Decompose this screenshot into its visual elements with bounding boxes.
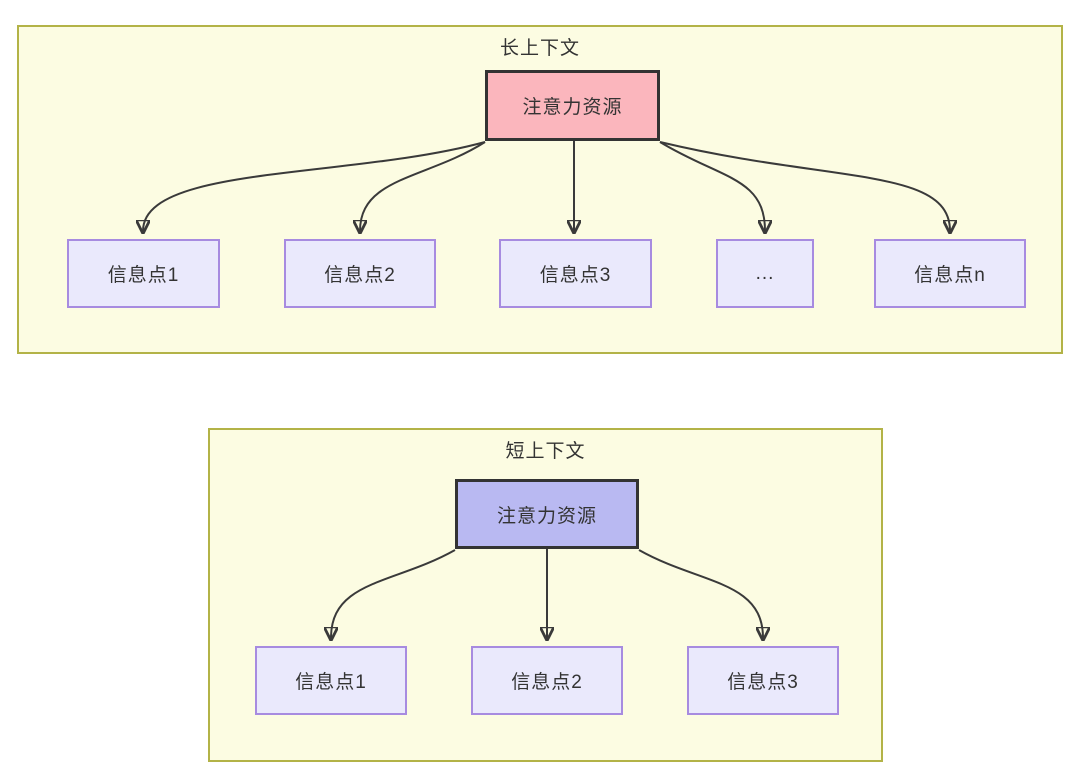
long-context-title: 长上下文	[499, 38, 580, 59]
attention-resource-label: 注意力资源	[522, 97, 623, 118]
attention-resource-node-long: 注意力资源	[485, 70, 660, 141]
info-node-label: 信息点n	[914, 265, 986, 286]
long-context-panel: 长上下文 注意力资源 信息点1 信息点2 信息点3 ...	[17, 25, 1063, 354]
info-node-2-long: 信息点2	[284, 239, 436, 308]
arrow-long-to-info2	[360, 141, 486, 231]
info-node-3-long: 信息点3	[499, 239, 652, 308]
attention-resource-label: 注意力资源	[496, 505, 597, 527]
arrow-short-to-info3	[638, 549, 763, 638]
arrow-long-to-info-ellipsis	[659, 141, 765, 231]
info-node-label: 信息点2	[324, 265, 396, 286]
info-node-label: 信息点3	[727, 672, 799, 693]
short-context-panel: 短上下文 注意力资源 信息点1 信息点2 信息点3	[208, 428, 883, 762]
info-node-label: 信息点1	[295, 672, 367, 693]
info-node-label: 信息点1	[107, 265, 180, 286]
info-node-1-long: 信息点1	[67, 239, 220, 308]
arrow-long-to-info-n	[659, 141, 950, 231]
info-node-label: 信息点2	[511, 672, 583, 693]
info-node-1-short: 信息点1	[255, 646, 407, 715]
info-node-ellipsis-long: ...	[716, 239, 814, 308]
arrow-long-to-info1	[143, 141, 486, 231]
info-node-n-long: 信息点n	[874, 239, 1026, 308]
arrow-short-to-info1	[331, 549, 456, 638]
info-node-label: ...	[755, 262, 775, 284]
attention-resource-node-short: 注意力资源	[455, 479, 639, 549]
short-context-title: 短上下文	[505, 441, 586, 462]
info-node-label: 信息点3	[539, 265, 612, 286]
info-node-3-short: 信息点3	[687, 646, 839, 715]
info-node-2-short: 信息点2	[471, 646, 623, 715]
